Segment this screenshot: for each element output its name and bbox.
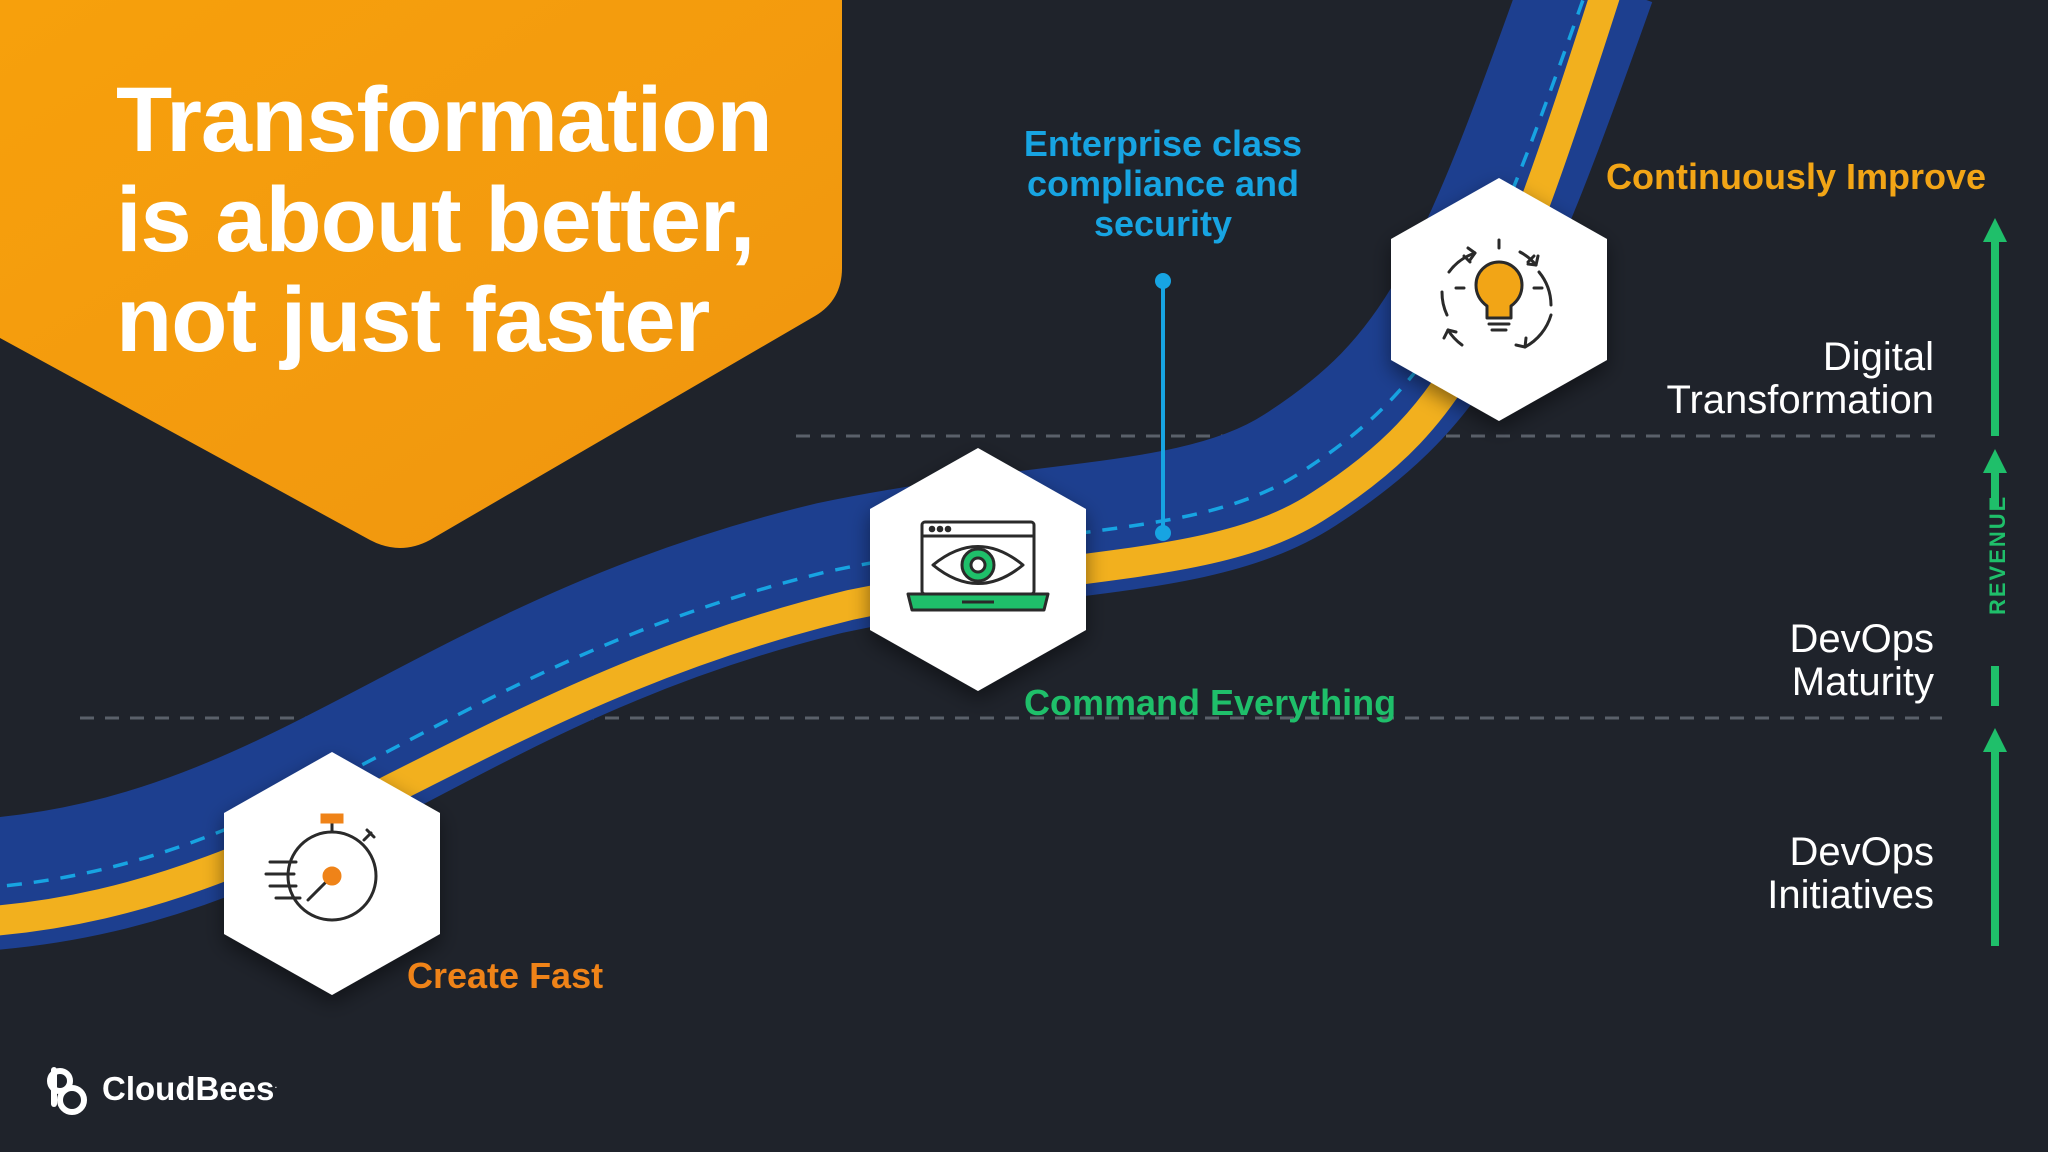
stage-digital-transformation: Digital Transformation (1514, 335, 1935, 422)
axis-segment-middle (1991, 473, 1999, 509)
brand-wordmark: CloudBees. (102, 1070, 277, 1108)
headline-line-1: Transformation (116, 69, 773, 171)
cloudbees-logo-icon (47, 1067, 87, 1115)
stage-line: Initiatives (1767, 873, 1934, 917)
milestone-label-continuously-improve: Continuously Improve (1606, 156, 1987, 197)
stage-devops-maturity: DevOps Maturity (1514, 617, 1935, 704)
headline-line-2: is about better, (116, 169, 755, 271)
callout-pin-top (1155, 273, 1171, 289)
axis-segment-lower (1991, 752, 1999, 946)
stage-devops-initiatives: DevOps Initiatives (1514, 831, 1934, 917)
callout-line-3: security (1093, 203, 1233, 244)
stage-line: Maturity (1791, 660, 1934, 704)
headline-banner (0, 0, 842, 548)
axis-segment-upper (1991, 242, 1999, 436)
milestone-label-create-fast: Create Fast (407, 955, 604, 996)
revenue-axis-label: REVENUE (1985, 494, 2010, 615)
lightbulb-cycle-icon (1440, 238, 1553, 349)
callout-line-2: compliance and (1026, 163, 1300, 204)
axis-arrowhead-middle (1983, 449, 2007, 473)
revenue-axis (1983, 218, 2007, 946)
stage-line: Transformation (1666, 378, 1935, 422)
axis-arrowhead-upper (1983, 218, 2007, 242)
headline-line-3: not just faster (116, 269, 710, 371)
stage-line: DevOps (1789, 830, 1935, 874)
callout-line-1: Enterprise class (1023, 123, 1303, 164)
axis-arrowhead-lower (1983, 728, 2007, 752)
stopwatch-icon (264, 813, 378, 922)
headline: Transformation is about better, not just… (116, 70, 836, 370)
compliance-callout: Enterprise class compliance and security (993, 124, 1333, 244)
brand-name: CloudBees (102, 1070, 275, 1107)
callout-pin-bottom (1155, 525, 1171, 541)
axis-tick (1991, 666, 1999, 706)
brand-mark: . (274, 1079, 278, 1091)
stage-line: Digital (1822, 335, 1934, 379)
stage-line: DevOps (1789, 617, 1935, 661)
milestone-label-command-everything: Command Everything (1024, 682, 1397, 723)
laptop-eye-icon (906, 520, 1050, 612)
